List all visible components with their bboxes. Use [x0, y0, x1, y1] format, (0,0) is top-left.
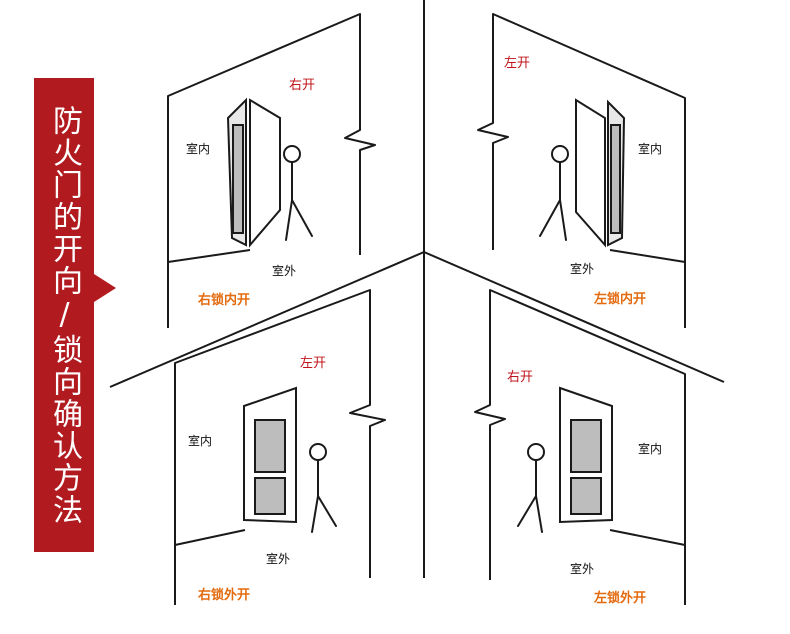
swing-label-bottom-right: 右开 — [507, 370, 534, 385]
wall-bottom-left — [174, 289, 386, 605]
outdoor-label-top-right: 室外 — [570, 262, 595, 276]
page-title: 防火门的开向/锁向确认方法 — [47, 104, 82, 526]
indoor-label-bottom-left: 室内 — [188, 434, 213, 448]
door-bottom-left — [243, 386, 297, 524]
floor-line-top-right — [609, 249, 686, 263]
person-top-left — [283, 145, 313, 241]
wall-top-right — [477, 13, 686, 328]
lock-label-top-right: 左锁内开 — [594, 292, 647, 307]
swing-label-top-right: 左开 — [504, 56, 531, 71]
indoor-label-top-right: 室内 — [638, 142, 663, 156]
lock-label-top-left: 右锁内开 — [198, 293, 251, 308]
lock-label-bottom-left: 右锁外开 — [198, 588, 251, 603]
outdoor-label-top-left: 室外 — [272, 264, 297, 278]
outdoor-label-bottom-right: 室外 — [570, 562, 595, 576]
person-bottom-right — [517, 443, 545, 533]
indoor-label-top-left: 室内 — [186, 142, 211, 156]
door-top-right — [575, 98, 626, 248]
wall-bottom-right — [474, 289, 686, 605]
door-bottom-right — [559, 386, 613, 524]
wall-top-left — [167, 13, 376, 328]
lock-label-bottom-right: 左锁外开 — [594, 591, 647, 606]
indoor-label-bottom-right: 室内 — [638, 442, 663, 456]
person-top-right — [539, 145, 569, 241]
floor-line-bottom-left — [174, 529, 246, 546]
swing-label-top-left: 右开 — [289, 78, 316, 93]
swing-label-bottom-left: 左开 — [300, 356, 327, 371]
floor-line-bottom-right — [609, 529, 686, 546]
door-top-left — [226, 97, 281, 248]
center-horizontal — [109, 251, 725, 388]
title-banner: 防火门的开向/锁向确认方法 — [34, 78, 116, 552]
floor-line-top-left — [167, 249, 251, 263]
outdoor-label-bottom-left: 室外 — [266, 552, 291, 566]
person-bottom-left — [309, 443, 337, 533]
